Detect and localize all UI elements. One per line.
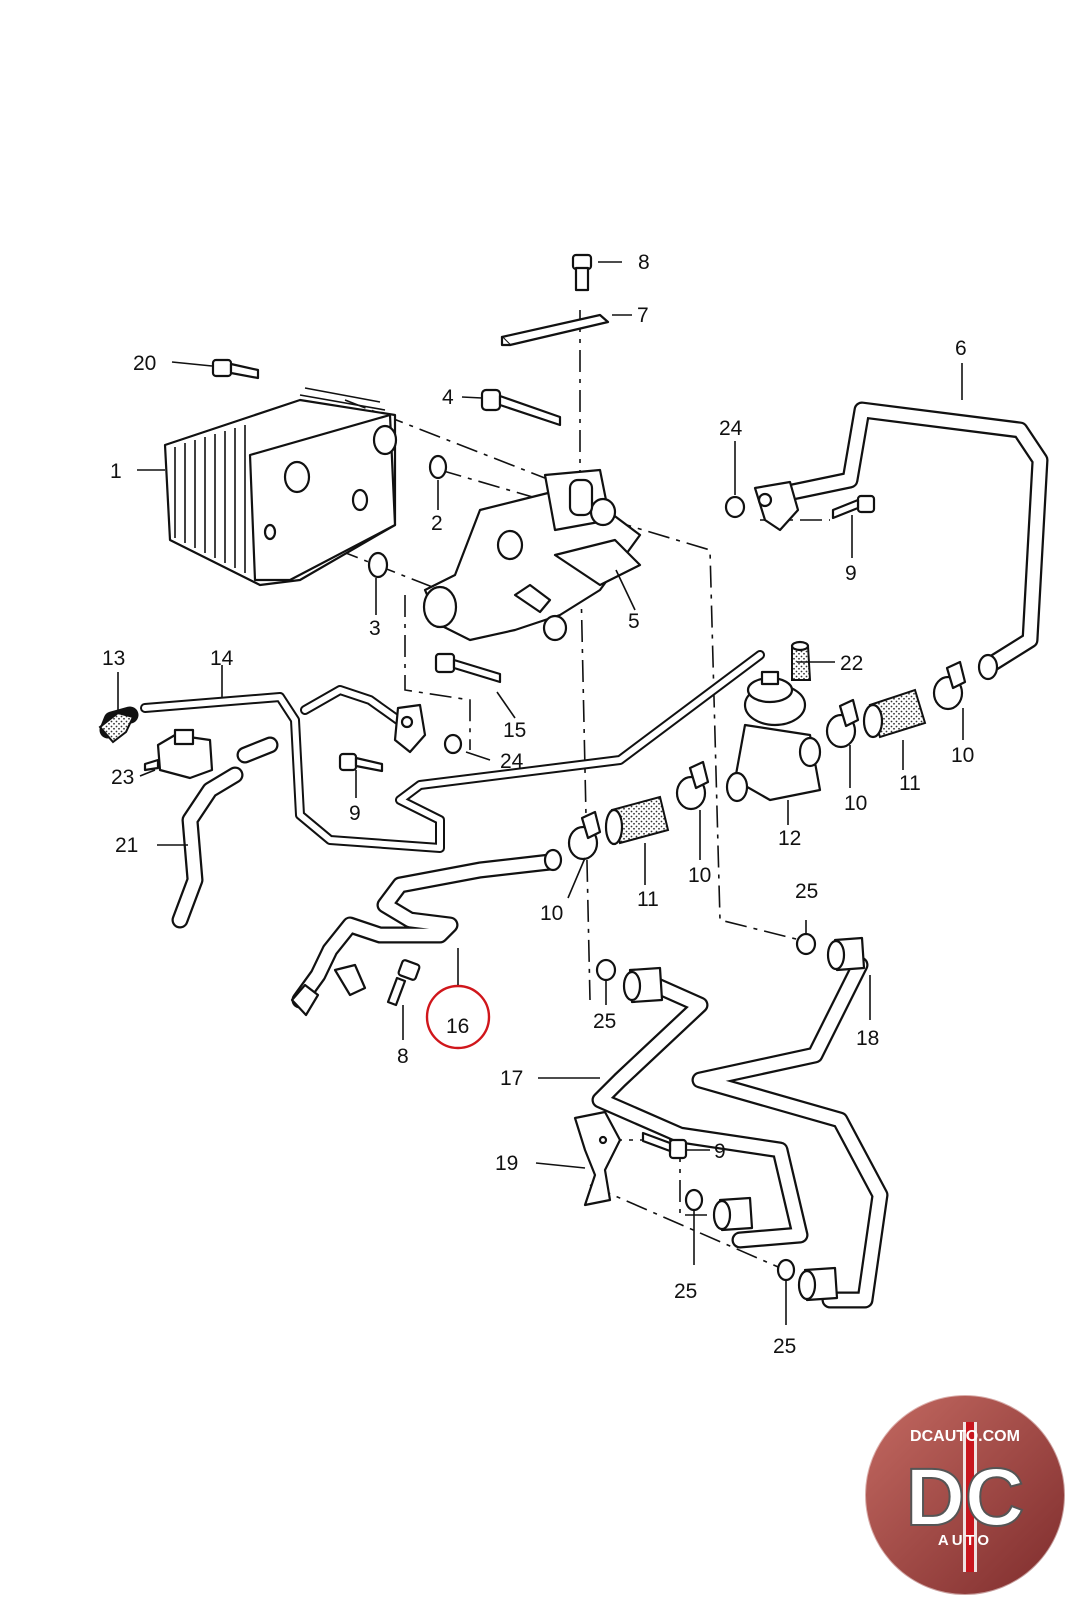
callout-8-lower: 8	[397, 1045, 409, 1068]
bracket-7-part	[500, 313, 610, 347]
callout-10-b: 10	[688, 864, 711, 887]
flange-connector-part	[300, 685, 427, 754]
callout-17: 17	[500, 1067, 523, 1090]
callout-15: 15	[503, 719, 526, 742]
hose-16-part	[290, 848, 563, 1017]
callout-24-upper: 24	[719, 417, 743, 440]
leader-lines	[117, 261, 964, 1325]
screw-8-lower-part	[386, 959, 421, 1007]
callout-8-top: 8	[638, 251, 650, 274]
callout-16: 16	[446, 1015, 469, 1038]
o-ring-2-part	[428, 454, 448, 480]
callout-18: 18	[856, 1027, 879, 1050]
logo-sub-text: AUTO	[938, 1532, 992, 1549]
callout-25-c: 25	[674, 1280, 697, 1303]
callout-10-c: 10	[844, 792, 867, 815]
o-ring-25-a-part	[595, 958, 617, 982]
clamp-10-a-part	[567, 810, 602, 861]
callout-25-a: 25	[593, 1010, 616, 1033]
callout-9-middle: 9	[349, 802, 361, 825]
logo-main-text: DC	[906, 1452, 1024, 1543]
screw-8-top-part	[571, 253, 593, 292]
fitting-lower-right-part	[797, 1266, 839, 1302]
o-ring-25-b-part	[795, 932, 817, 956]
bolt-9-lower-part	[641, 1131, 688, 1160]
hose-11-upper-part	[862, 688, 927, 739]
bolt-4-part	[480, 388, 562, 427]
callout-13: 13	[102, 647, 125, 670]
callout-2: 2	[431, 512, 443, 535]
hose-21-part	[171, 736, 279, 929]
pipe-18-part	[691, 946, 889, 1309]
callout-25-d: 25	[773, 1335, 796, 1358]
bolt-20-part	[211, 358, 260, 380]
clamp-10-b-part	[675, 760, 710, 811]
o-ring-24-upper-part	[724, 495, 746, 519]
clamp-10-c-part	[825, 698, 860, 749]
callout-22: 22	[840, 652, 863, 675]
filter-22-part	[790, 640, 812, 681]
callout-11-a: 11	[637, 888, 659, 911]
callout-20: 20	[133, 352, 156, 375]
callout-21: 21	[115, 834, 138, 857]
callout-11-b: 11	[899, 772, 921, 795]
o-ring-25-d-part	[776, 1258, 796, 1282]
callout-9-upper: 9	[845, 562, 857, 585]
callout-1: 1	[110, 460, 122, 483]
bolt-9-middle-part	[338, 752, 384, 773]
bolt-9-upper-part	[831, 494, 876, 520]
callout-9-lower: 9	[714, 1140, 726, 1163]
fitting-lower-left-part	[712, 1196, 754, 1232]
pipe-17-part	[591, 976, 809, 1249]
o-ring-3-part	[367, 551, 389, 579]
o-ring-25-c-part	[684, 1188, 704, 1212]
callout-19: 19	[495, 1152, 518, 1175]
callout-7: 7	[637, 304, 649, 327]
valve-12-part	[725, 670, 822, 803]
hose-11-lower-part	[604, 795, 670, 846]
highlight-ring-16	[425, 984, 491, 1050]
callout-4: 4	[442, 386, 454, 409]
line-14-part	[140, 650, 765, 853]
callout-12: 12	[778, 827, 801, 850]
bolt-15-part	[434, 652, 502, 684]
thermostat-housing-part	[422, 468, 642, 642]
valve-23-part	[143, 728, 214, 780]
callout-24-lower: 24	[500, 750, 524, 773]
fitting-upper-left-part	[622, 966, 664, 1004]
callout-3: 3	[369, 617, 381, 640]
hose-13-part	[98, 706, 139, 744]
callout-labels: 1 2 3 4 5 6 7 8 8 9 9 9 10 10 10 10 11 1…	[102, 251, 974, 1358]
o-ring-24-lower-part	[443, 733, 463, 755]
callout-10-a: 10	[540, 902, 563, 925]
logo-url-text: DCAUTO.COM	[910, 1428, 1020, 1445]
callout-25-b: 25	[795, 880, 818, 903]
fitting-upper-right-part	[826, 936, 866, 972]
oil-cooler-part	[163, 387, 398, 587]
callout-14: 14	[210, 647, 234, 670]
callout-5: 5	[628, 610, 640, 633]
bracket-19-part	[573, 1110, 622, 1207]
callout-23: 23	[111, 766, 134, 789]
clamp-10-d-part	[932, 660, 967, 711]
pipe-6-part	[753, 401, 1049, 681]
callout-6: 6	[955, 337, 967, 360]
dcauto-logo-badge: DCAUTO.COM DC AUTO	[864, 1394, 1066, 1596]
callout-10-d: 10	[951, 744, 974, 767]
